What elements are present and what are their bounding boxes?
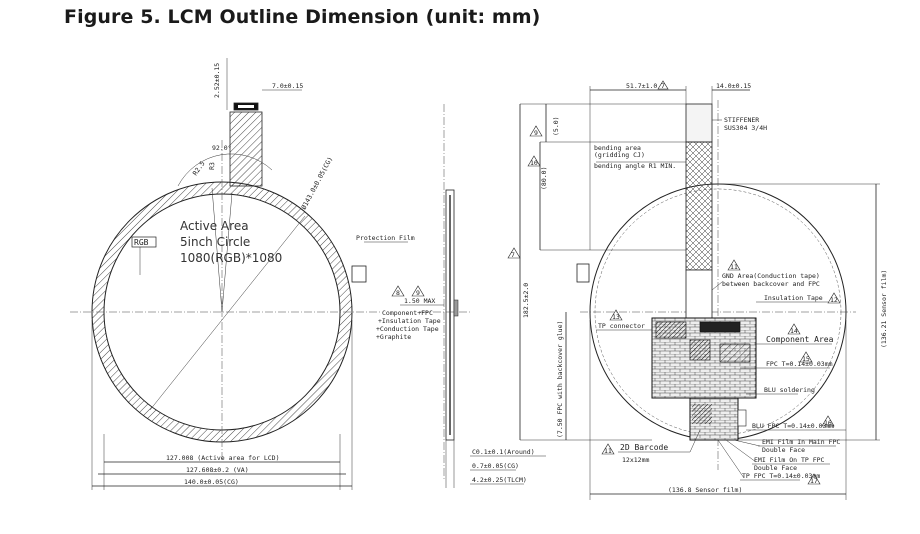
emi-main-line-2: Double Face bbox=[762, 446, 805, 454]
tp-fpc-label: TP FPC T=0.14±0.03mm bbox=[742, 472, 820, 480]
rgb-label: RGB bbox=[134, 238, 149, 247]
cg-diameter-label: Ø143.0±0.05(CG) bbox=[300, 155, 335, 211]
emi-tp-line-1: EMI Film On TP FPC bbox=[754, 456, 825, 464]
active-area-size: 5inch Circle bbox=[180, 235, 250, 249]
stack-line-3: +Conduction Tape bbox=[376, 325, 439, 333]
stiffener-label: STIFFENER bbox=[724, 116, 759, 124]
resolution-label: 1080(RGB)*1080 bbox=[180, 251, 282, 265]
svg-text:13: 13 bbox=[612, 313, 620, 321]
stiffener-material: SUS304 3/4H bbox=[724, 124, 767, 132]
back-view: 51.7±1.0 7 14.0±0.15 STIFFENER SUS304 3/… bbox=[507, 80, 888, 500]
fpc-tail-front bbox=[229, 111, 263, 187]
svg-text:9: 9 bbox=[534, 129, 538, 137]
fpc-thickness-label: FPC T=0.14±0.03mm bbox=[766, 360, 833, 368]
active-area-dim: 127.008 (Active area for LCD) bbox=[166, 454, 280, 462]
emi-main-line-1: EMI Film In Main FPC bbox=[762, 438, 840, 446]
svg-text:16: 16 bbox=[824, 419, 832, 427]
svg-text:15: 15 bbox=[802, 355, 810, 363]
fpc-height-label: 2.52±0.15 bbox=[213, 63, 221, 98]
bending-line-1: bending area bbox=[594, 144, 641, 152]
svg-text:7: 7 bbox=[511, 251, 515, 259]
rgb-box bbox=[131, 236, 157, 248]
angle-label: 92.0° bbox=[212, 144, 232, 152]
marker-9-side bbox=[411, 285, 425, 297]
stiffener-width-dim: 14.0±0.15 bbox=[716, 82, 751, 90]
svg-text:11: 11 bbox=[730, 263, 738, 271]
stack-line-4: +Graphite bbox=[376, 333, 411, 341]
svg-text:7: 7 bbox=[661, 82, 665, 90]
protection-film-tab bbox=[351, 265, 367, 283]
active-area-title: Active Area bbox=[180, 219, 249, 233]
fpc-tail-back bbox=[685, 269, 713, 321]
tp-connector-label: TP connector bbox=[598, 322, 645, 330]
gnd-line-1: GND Area(Conduction tape) bbox=[722, 272, 820, 280]
sensor-film-h-dim: (136.8 Sensor film) bbox=[668, 486, 742, 494]
dim-80: (80.0) bbox=[540, 167, 548, 190]
figure-title: Figure 5. LCM Outline Dimension (unit: m… bbox=[64, 6, 541, 28]
side-view: 8 9 1.50 MAX Component+FPC +Insulation T… bbox=[376, 104, 546, 488]
total-length-dim: 182.5±2.0 bbox=[522, 283, 530, 318]
barcode-label: 2D Barcode bbox=[620, 443, 668, 452]
stack-line-2: +Insulation Tape bbox=[378, 317, 441, 325]
fpc-backcover-dim: (7.50 FPC with backcover glue) bbox=[556, 321, 564, 438]
stiffener bbox=[685, 103, 713, 143]
svg-text:12: 12 bbox=[830, 296, 838, 304]
insulation-tape-label: Insulation Tape bbox=[764, 294, 823, 302]
radius-3-label: R3 bbox=[208, 162, 216, 170]
barcode-size: 12x12mm bbox=[622, 456, 649, 464]
protection-film-label: Protection Film bbox=[356, 234, 415, 242]
bending-line-2: (gridding CJ) bbox=[594, 151, 645, 159]
bending-line-3: bending angle R1 MIN. bbox=[594, 162, 676, 170]
svg-text:17: 17 bbox=[810, 477, 818, 485]
radius-25-label: R2.5 bbox=[191, 160, 207, 177]
cg-dim: 140.0±0.05(CG) bbox=[184, 478, 239, 486]
fpc-offset-dim: 51.7±1.0 bbox=[626, 82, 657, 90]
blu-fpc-label: BLU FPC T=0.14±0.03mm bbox=[752, 422, 834, 430]
fpc-width-label: 7.0±0.15 bbox=[272, 82, 303, 90]
around-dim: C0.1±0.1(Around) bbox=[472, 448, 535, 456]
svg-text:14: 14 bbox=[790, 327, 798, 335]
svg-text:8: 8 bbox=[396, 289, 400, 297]
svg-text:10: 10 bbox=[530, 159, 538, 167]
cg-thickness-dim: 0.7±0.05(CG) bbox=[472, 462, 519, 470]
sensor-film-tab bbox=[576, 263, 590, 283]
marker-8 bbox=[391, 285, 405, 297]
emi-tp-line-2: Double Face bbox=[754, 464, 797, 472]
front-view: 92.0° R2.5 R3 Ø143.0±0.05(CG) 2.52±0.15 … bbox=[70, 58, 415, 490]
bending-area bbox=[685, 141, 713, 271]
va-dim: 127.608±0.2 (VA) bbox=[186, 466, 249, 474]
tlcm-dim: 4.2±0.25(TLCM) bbox=[472, 476, 527, 484]
dim-5: (5.0) bbox=[552, 116, 560, 136]
gnd-line-2: between backcover and FPC bbox=[722, 280, 820, 288]
svg-text:9: 9 bbox=[416, 289, 420, 297]
blu-soldering-label: BLU soldering bbox=[764, 386, 815, 394]
max-thickness: 1.50 MAX bbox=[404, 297, 435, 305]
component-area-label: Component Area bbox=[766, 335, 834, 344]
sensor-film-v-dim: (136.21 Sensor film) bbox=[880, 270, 888, 348]
barcode-marker: 11 bbox=[604, 447, 612, 455]
stack-line-1: Component+FPC bbox=[382, 309, 433, 317]
